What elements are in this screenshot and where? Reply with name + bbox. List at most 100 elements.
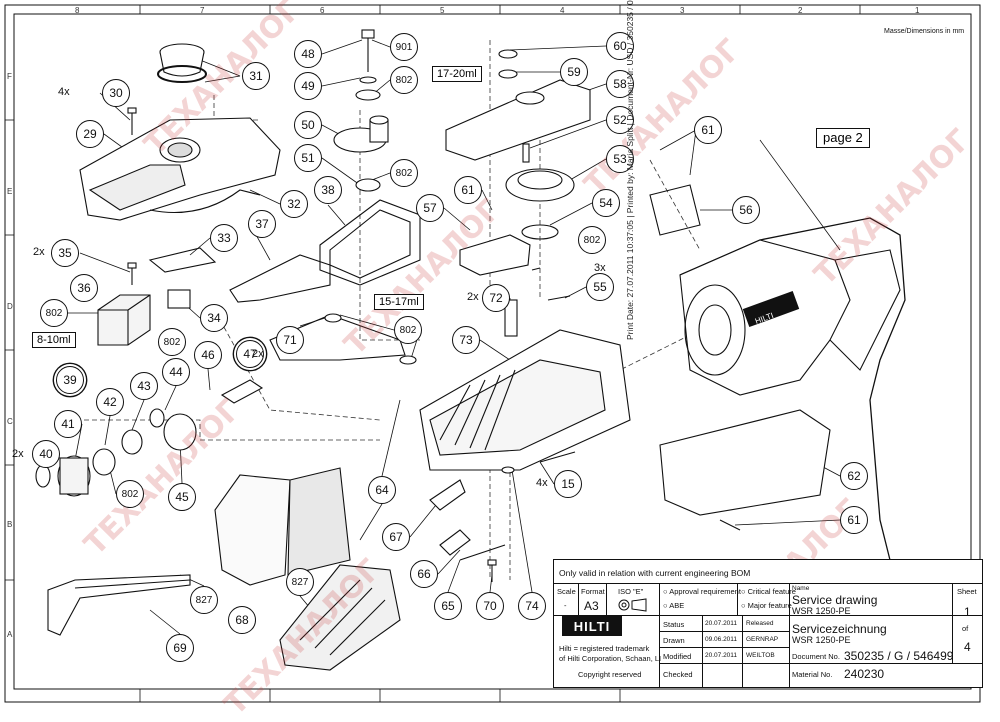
lubricant-amount-note: 17-20ml bbox=[432, 66, 482, 82]
validity-note: Only valid in relation with current engi… bbox=[559, 568, 751, 578]
status-date: 20.07.2011 bbox=[705, 620, 738, 627]
hilti-logo: HILTI bbox=[562, 616, 622, 636]
part-callout-44: 44 bbox=[162, 358, 190, 386]
format-label: Format bbox=[581, 587, 605, 596]
column-label-1: 1 bbox=[915, 6, 920, 15]
part-callout-68: 68 bbox=[228, 606, 256, 634]
part-callout-43: 43 bbox=[130, 372, 158, 400]
projection-icon bbox=[618, 598, 647, 612]
abe-label: ABE bbox=[669, 601, 685, 610]
part-callout-58: 58 bbox=[606, 70, 634, 98]
part-callout-61: 61 bbox=[454, 176, 482, 204]
part-callout-62: 62 bbox=[840, 462, 868, 490]
print-info-sidebar: Print Date: 27.07.2011 10:37:05 | Printe… bbox=[625, 0, 635, 340]
critical-label: Critical feature bbox=[747, 587, 796, 596]
part-callout-37: 37 bbox=[248, 210, 276, 238]
iso-label: ISO "E" bbox=[618, 587, 644, 596]
part-callout-30: 30 bbox=[102, 79, 130, 107]
part-callout-40: 40 bbox=[32, 440, 60, 468]
status-label: Status bbox=[663, 620, 685, 629]
part-callout-39: 39 bbox=[56, 366, 84, 394]
scale-label: Scale bbox=[557, 587, 576, 596]
part-callout-31: 31 bbox=[242, 62, 270, 90]
part-callout-64: 64 bbox=[368, 476, 396, 504]
major-label: Major feature bbox=[747, 601, 792, 610]
part-callout-901: 901 bbox=[390, 33, 418, 61]
part-callout-802: 802 bbox=[394, 316, 422, 344]
part-callout-72: 72 bbox=[482, 284, 510, 312]
name-label: Name bbox=[792, 585, 810, 592]
row-label-b: B bbox=[7, 520, 13, 529]
quantity-note: 2x bbox=[467, 291, 479, 303]
part-callout-53: 53 bbox=[606, 145, 634, 173]
part-callout-45: 45 bbox=[168, 483, 196, 511]
part-callout-48: 48 bbox=[294, 40, 322, 68]
column-label-8: 8 bbox=[75, 6, 80, 15]
drawing-name-en: Service drawing bbox=[792, 593, 878, 607]
part-callout-55: 55 bbox=[586, 273, 614, 301]
part-callout-73: 73 bbox=[452, 326, 480, 354]
part-callout-29: 29 bbox=[76, 120, 104, 148]
quantity-note: 3x bbox=[594, 262, 606, 274]
part-callout-59: 59 bbox=[560, 58, 588, 86]
part-callout-802: 802 bbox=[158, 328, 186, 356]
column-label-7: 7 bbox=[200, 6, 205, 15]
quantity-note: 2x bbox=[12, 448, 24, 460]
title-block: Only valid in relation with current engi… bbox=[553, 559, 983, 688]
part-callout-51: 51 bbox=[294, 144, 322, 172]
row-label-d: D bbox=[7, 302, 13, 311]
service-drawing-sheet: HILTI 8 7 6 5 4 3 2 1 F E D C B A Masse/… bbox=[4, 0, 983, 722]
row-label-f: F bbox=[7, 72, 12, 81]
part-callout-71: 71 bbox=[276, 326, 304, 354]
sheet-label: Sheet bbox=[957, 587, 977, 596]
part-callout-61: 61 bbox=[840, 506, 868, 534]
part-callout-38: 38 bbox=[314, 176, 342, 204]
part-callout-52: 52 bbox=[606, 106, 634, 134]
sheet-of-label: of bbox=[962, 624, 969, 633]
part-callout-66: 66 bbox=[410, 560, 438, 588]
part-callout-74: 74 bbox=[518, 592, 546, 620]
quantity-note: 4x bbox=[536, 477, 548, 489]
lubricant-amount-note: 8-10ml bbox=[32, 332, 76, 348]
status-value: Released bbox=[746, 620, 774, 627]
document-number-label: Document No. bbox=[792, 652, 840, 661]
part-callout-70: 70 bbox=[476, 592, 504, 620]
drawn-date: 09.06.2011 bbox=[705, 636, 738, 643]
approval-checkbox: ○ Approval requirement bbox=[663, 587, 741, 596]
modified-date: 20.07.2011 bbox=[705, 652, 738, 659]
part-callout-36: 36 bbox=[70, 274, 98, 302]
abe-checkbox: ○ ABE bbox=[663, 601, 685, 610]
part-callout-56: 56 bbox=[732, 196, 760, 224]
part-callout-57: 57 bbox=[416, 194, 444, 222]
quantity-note: 4x bbox=[58, 86, 70, 98]
part-callout-69: 69 bbox=[166, 634, 194, 662]
drawn-label: Drawn bbox=[663, 636, 685, 645]
column-label-4: 4 bbox=[560, 6, 565, 15]
trademark-line-2: of Hilti Corporation, Schaan, LI bbox=[559, 654, 662, 663]
scale-value: - bbox=[564, 601, 567, 610]
dimensions-note: Masse/Dimensions in mm bbox=[884, 28, 965, 35]
part-callout-42: 42 bbox=[96, 388, 124, 416]
part-callout-802: 802 bbox=[40, 299, 68, 327]
page-reference-label: page 2 bbox=[816, 128, 870, 148]
trademark-line-1: Hilti = registered trademark bbox=[559, 644, 650, 653]
part-callout-802: 802 bbox=[578, 226, 606, 254]
column-label-3: 3 bbox=[680, 6, 685, 15]
part-callout-41: 41 bbox=[54, 410, 82, 438]
part-callout-35: 35 bbox=[51, 239, 79, 267]
part-callout-34: 34 bbox=[200, 304, 228, 332]
part-callout-54: 54 bbox=[592, 189, 620, 217]
drawn-by: GERNRAP bbox=[746, 636, 779, 643]
modified-by: WEILTOB bbox=[746, 652, 775, 659]
part-callout-32: 32 bbox=[280, 190, 308, 218]
critical-checkbox: ○ Critical feature bbox=[741, 587, 796, 596]
approval-label: Approval requirement bbox=[669, 587, 741, 596]
quantity-note: 2x bbox=[33, 246, 45, 258]
part-callout-50: 50 bbox=[294, 111, 322, 139]
checked-label: Checked bbox=[663, 670, 693, 679]
material-number: 240230 bbox=[844, 667, 885, 681]
drawing-name-de: Servicezeichnung bbox=[792, 622, 887, 636]
part-callout-802: 802 bbox=[390, 66, 418, 94]
part-callout-802: 802 bbox=[116, 480, 144, 508]
material-number-label: Material No. bbox=[792, 670, 833, 679]
